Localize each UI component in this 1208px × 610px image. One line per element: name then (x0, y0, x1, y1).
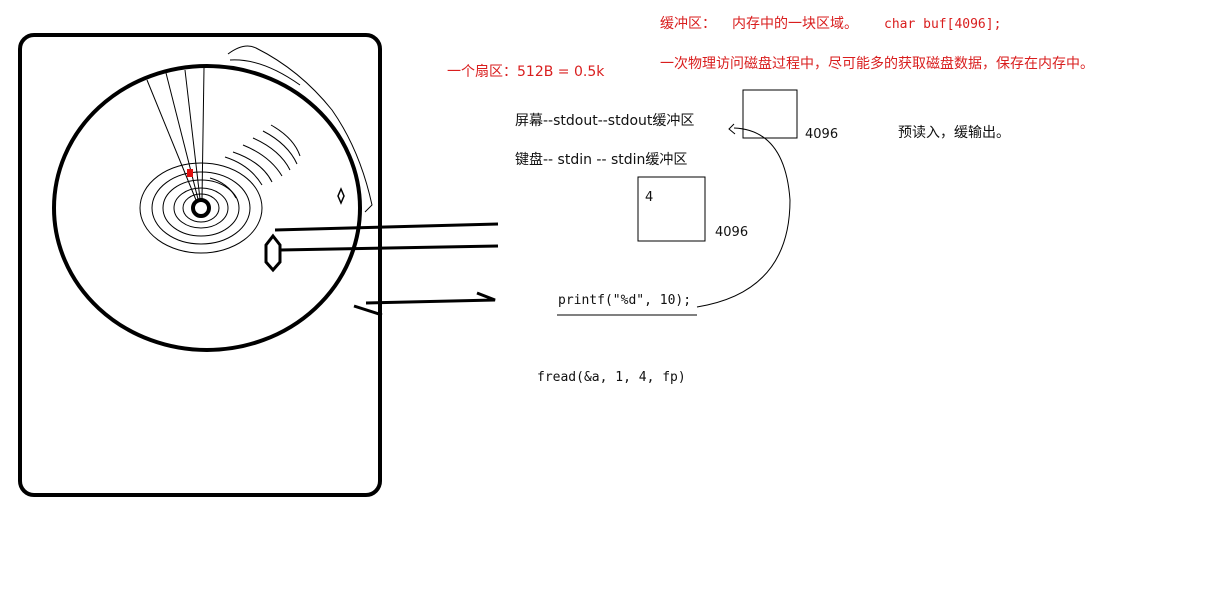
rotation-curve (227, 45, 373, 213)
sector-size-note: 一个扇区：512B = 0.5k (447, 64, 605, 80)
printf-flow-curve (696, 127, 791, 308)
data-path-arrow (353, 291, 496, 317)
read-write-head (264, 233, 282, 273)
rotation-marks (209, 124, 301, 199)
diamond-marker (337, 187, 345, 205)
sector-highlight (187, 169, 193, 177)
stdout-buffer-size: 4096 (805, 127, 839, 142)
buffer-definition-label: 缓冲区： (660, 16, 716, 32)
keyboard-stdin-line: 键盘-- stdin -- stdin缓冲区 (515, 152, 688, 168)
sector-lines (146, 67, 205, 201)
disk-platter (52, 64, 362, 352)
screen-stdout-line: 屏幕--stdout--stdout缓冲区 (515, 113, 695, 129)
printf-call: printf("%d", 10); (558, 293, 692, 308)
printf-flow-arrowhead (728, 123, 736, 135)
stdout-buffer-box (742, 89, 798, 139)
stdin-buffer-size: 4096 (715, 225, 749, 240)
disk-access-note: 一次物理访问磁盘过程中，尽可能多的获取磁盘数据，保存在内存中。 (660, 56, 1094, 72)
head-arm (274, 222, 499, 252)
stdin-buffer-content: 4 (645, 190, 654, 205)
preread-note: 预读入，缓输出。 (898, 125, 1010, 141)
buffer-definition-text: 内存中的一块区域。 (732, 16, 858, 32)
disk-tracks (139, 162, 263, 254)
disk-spindle (191, 198, 211, 218)
stdin-buffer-box (637, 176, 706, 242)
buffer-code: char buf[4096]; (884, 17, 1002, 32)
hard-drive-enclosure (18, 33, 382, 497)
rotation-curve-inner (229, 59, 301, 86)
fread-call: fread(&a, 1, 4, fp) (537, 370, 686, 385)
